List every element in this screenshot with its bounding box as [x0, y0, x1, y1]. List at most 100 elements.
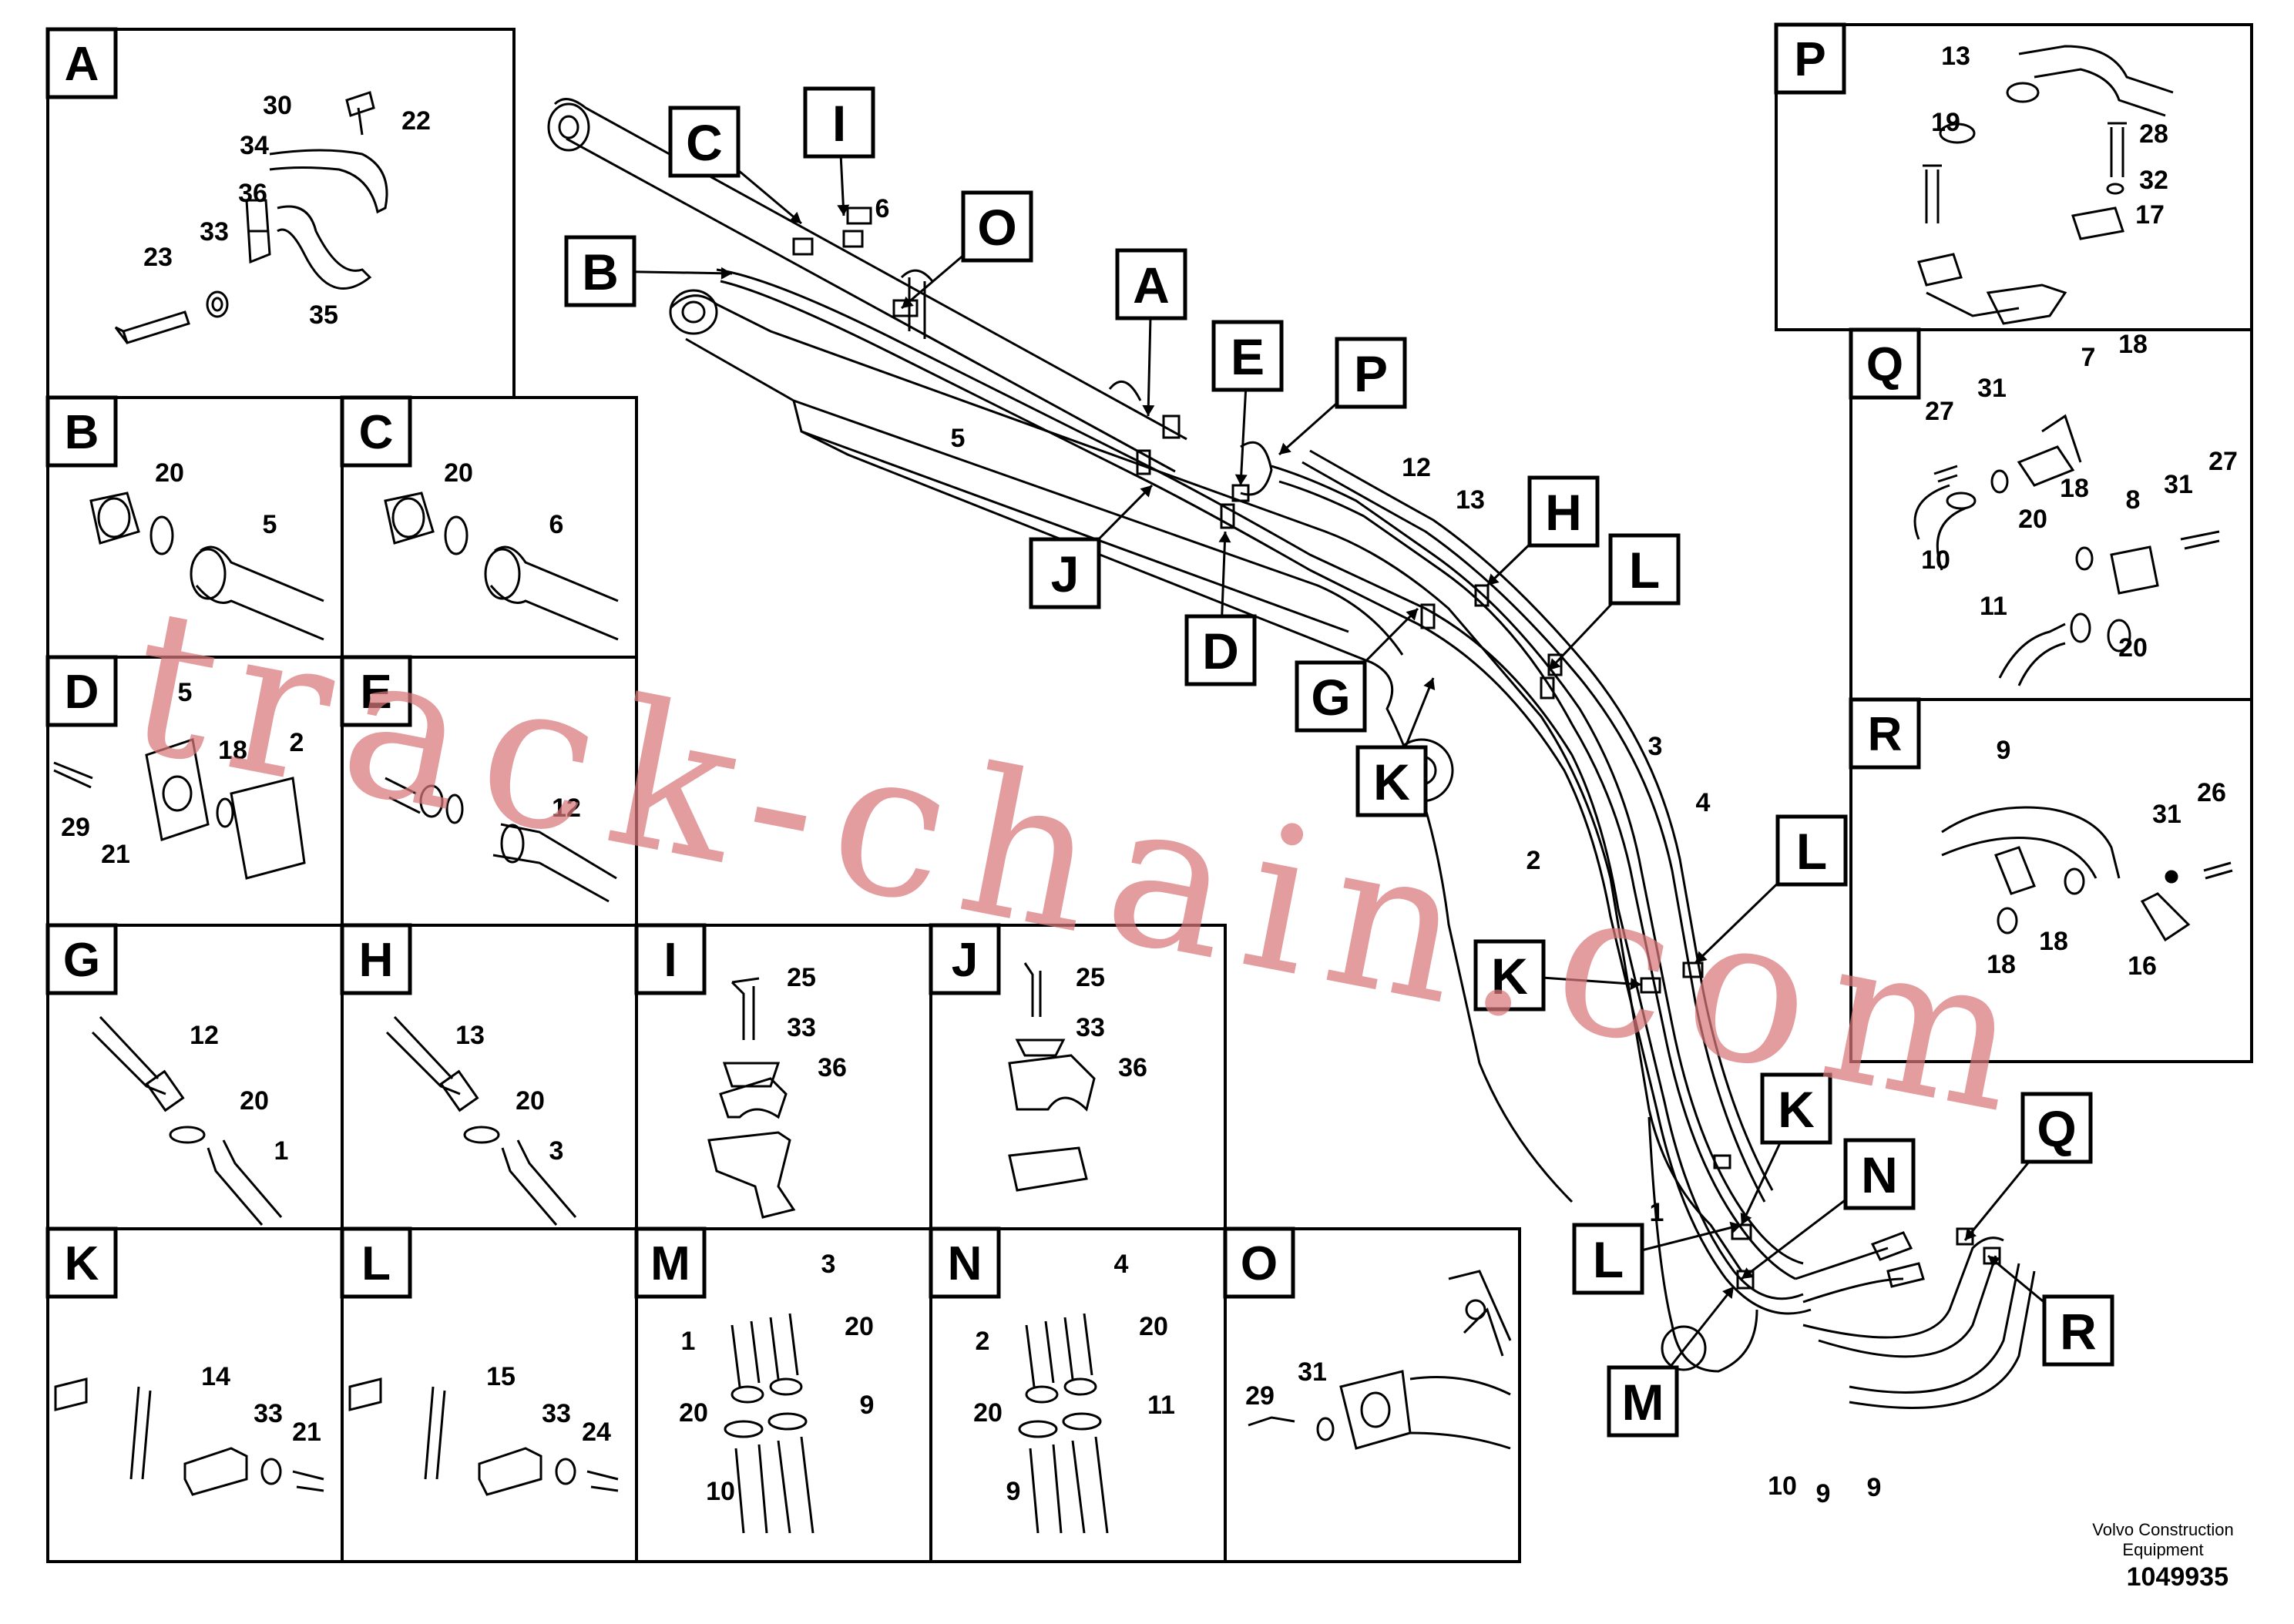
panel-tab-box	[45, 655, 118, 727]
callout-arrow	[1695, 951, 1708, 963]
callout-arrow	[1140, 485, 1152, 498]
part-number-K: 33	[254, 1399, 283, 1428]
callout-box	[803, 86, 875, 159]
panel-P	[1775, 23, 2253, 331]
part-number-P: 19	[1931, 108, 1960, 137]
part-number-D: 18	[218, 736, 247, 765]
panel-letter: C	[359, 406, 394, 459]
callout-C: C	[686, 114, 723, 171]
part-number-O: 29	[1245, 1381, 1275, 1411]
callout-D: D	[1202, 622, 1239, 679]
callout-box	[1184, 614, 1257, 686]
callout-K: K	[1491, 948, 1528, 1005]
part-number-Q: 27	[1925, 397, 1954, 426]
part-number-L: 15	[486, 1362, 516, 1391]
main-part-number: 2	[1527, 846, 1541, 875]
callout-L: L	[1796, 823, 1827, 880]
panel-tab-box	[1849, 697, 1921, 770]
callout-M: M	[1622, 1374, 1664, 1431]
panel-tab-box	[45, 923, 118, 995]
panel-tab-box	[45, 1226, 118, 1299]
callout-box	[1295, 660, 1367, 733]
main-part-number: 6	[875, 194, 890, 223]
part-number-C: 20	[444, 458, 473, 488]
panel-R	[1849, 698, 2253, 1063]
part-number-Q: 11	[1980, 592, 2007, 621]
callout-E: E	[1231, 328, 1265, 385]
part-number-L: 24	[582, 1418, 611, 1447]
part-number-N: 11	[1147, 1391, 1175, 1420]
callout-A: A	[1133, 257, 1170, 314]
part-number-R: 26	[2197, 778, 2226, 807]
part-number-H: 13	[455, 1021, 485, 1050]
callout-N: N	[1861, 1146, 1898, 1203]
callout-L: L	[1629, 542, 1660, 599]
callout-box	[668, 106, 741, 178]
panel-letter: J	[952, 934, 978, 987]
callout-arrow	[1722, 1287, 1734, 1299]
callout-box	[1115, 248, 1187, 320]
part-number-Q: 27	[2208, 447, 2238, 476]
part-number-D: 5	[178, 678, 193, 707]
part-number-K: 14	[201, 1362, 230, 1391]
callout-arrow	[902, 296, 914, 308]
callout-arrow	[1279, 442, 1291, 455]
callout-box	[1473, 939, 1546, 1012]
part-number-P: 17	[2135, 200, 2165, 230]
panel-tab-box	[1223, 1226, 1295, 1299]
callout-box	[1775, 814, 1848, 887]
part-number-Q: 20	[2118, 633, 2148, 663]
part-number-N: 4	[1114, 1250, 1129, 1279]
part-number-M: 3	[821, 1250, 836, 1279]
callout-box	[961, 190, 1033, 263]
part-number-M: 20	[845, 1312, 874, 1341]
callout-arrow	[1142, 404, 1155, 416]
part-number-R: 18	[2039, 927, 2068, 956]
callout-box	[1527, 475, 1600, 548]
part-number-N: 20	[1139, 1312, 1168, 1341]
callout-arrow	[1965, 1228, 1977, 1240]
callout-box	[1211, 320, 1284, 392]
callout-box	[1572, 1223, 1644, 1295]
callout-P: P	[1354, 345, 1388, 402]
part-number-R: 31	[2152, 800, 2181, 829]
callout-arrow	[1740, 1212, 1752, 1225]
part-number-J: 25	[1076, 963, 1105, 992]
panel-tab-box	[634, 1226, 707, 1299]
callout-O: O	[977, 199, 1016, 256]
panel-tab-box	[45, 395, 118, 468]
part-number-B: 20	[155, 458, 184, 488]
part-number-D: 21	[101, 840, 130, 869]
part-number-A: 33	[200, 217, 229, 247]
part-number-N: 9	[1006, 1477, 1021, 1506]
panel-O	[1224, 1227, 1521, 1563]
part-number-G: 1	[274, 1136, 289, 1166]
part-number-I: 36	[818, 1053, 847, 1082]
part-number-A: 35	[309, 300, 338, 330]
panel-letter: L	[361, 1237, 391, 1290]
panel-letter: R	[1868, 708, 1903, 761]
part-number-R: 9	[1997, 736, 2011, 765]
part-number-Q: 10	[1921, 545, 1950, 575]
panel-tab-box	[929, 1226, 1001, 1299]
callout-arrow	[1549, 658, 1561, 670]
callout-arrow	[1423, 678, 1436, 690]
callout-arrow	[1741, 1267, 1754, 1279]
panel-letter: B	[65, 406, 99, 459]
callout-B: B	[582, 243, 619, 300]
callout-box	[1760, 1072, 1832, 1145]
panel-letter: E	[360, 666, 391, 719]
part-number-R: 18	[1987, 950, 2016, 979]
panel-letter: G	[63, 934, 100, 987]
part-number-A: 23	[143, 243, 173, 272]
part-number-G: 20	[240, 1086, 269, 1116]
main-part-number: 4	[1696, 788, 1711, 817]
callout-R: R	[2060, 1303, 2097, 1360]
part-number-K: 21	[292, 1418, 321, 1447]
panel-letter: Q	[1866, 338, 1903, 391]
panel-tab-box	[340, 1226, 412, 1299]
callout-arrow	[1406, 609, 1418, 621]
part-number-B: 5	[263, 510, 277, 539]
